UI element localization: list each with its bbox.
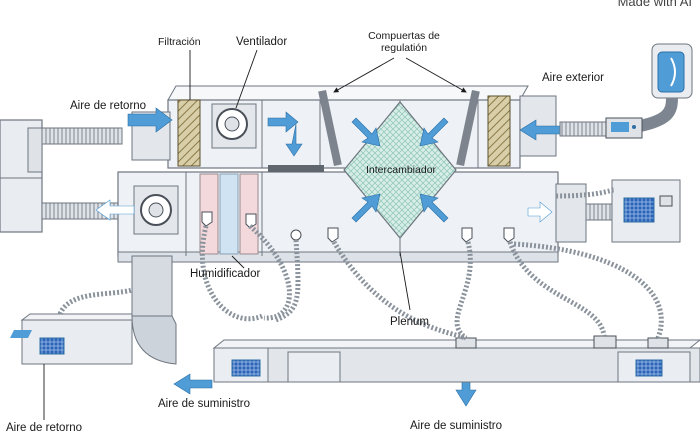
label-plenum: Plenum — [390, 316, 429, 328]
outdoor-flex-duct — [638, 97, 678, 132]
damper-icon — [268, 89, 480, 172]
control-panel — [605, 117, 643, 139]
label-aire-retorno-top: Aire de retorno — [70, 100, 147, 112]
label-aire-retorno-bottom: Aire de retorno — [6, 422, 83, 434]
label-compuertas-line2: regulatión — [380, 42, 428, 55]
label-ventilador: Ventilador — [236, 36, 288, 48]
outdoor-duct — [559, 121, 609, 137]
filter-icon — [177, 95, 511, 167]
label-aire-suministro-left: Aire de suministro — [158, 398, 251, 410]
label-aire-exterior: Aire exterior — [542, 72, 604, 84]
return-duct-left-top — [41, 127, 123, 145]
flow-arrow-icon — [95, 107, 561, 407]
label-aire-suministro-right: Aire de suministro — [410, 420, 503, 432]
label-filtracion: Filtración — [158, 36, 201, 48]
leader-lines — [43, 49, 467, 420]
outdoor-air-hood — [651, 43, 693, 99]
flexible-ducts — [57, 187, 664, 341]
grille-icon — [635, 359, 663, 377]
label-compuertas: Compuertas de regulatión — [362, 30, 446, 54]
exhaust-unit-right — [585, 179, 681, 243]
label-intercambiador: Intercambiador — [366, 164, 437, 176]
fan-icon — [133, 103, 257, 235]
grille-icon — [39, 337, 65, 355]
watermark: Made with AI — [617, 0, 692, 9]
label-compuertas-line1: Compuertas de — [368, 30, 440, 42]
label-humidificador: Humidificador — [190, 268, 261, 280]
sensor-icon — [201, 211, 515, 243]
supply-return-ducts — [10, 255, 700, 383]
grille-icon — [231, 359, 261, 377]
left-return-box — [0, 119, 43, 233]
